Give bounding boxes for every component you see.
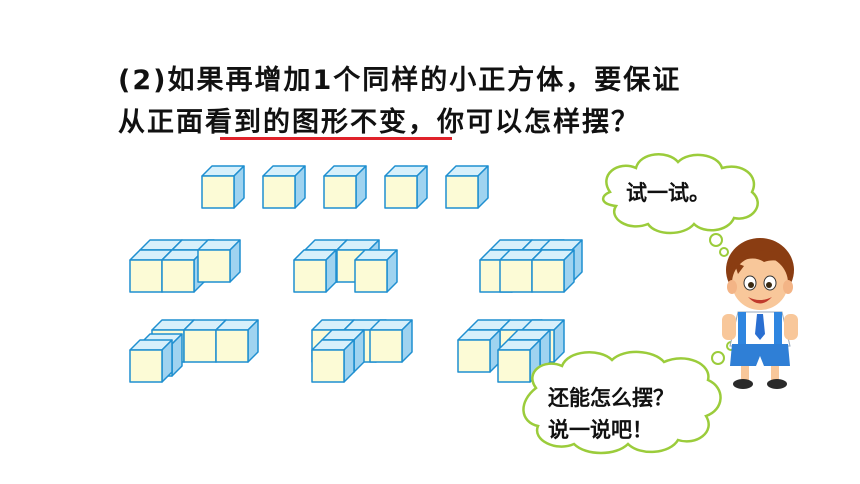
single-cube-5 <box>445 165 489 209</box>
cube <box>457 329 501 373</box>
single-cube-2 <box>262 165 306 209</box>
cube <box>293 249 337 293</box>
question-line-1: (2)如果再增加1个同样的小正方体，要保证 <box>118 65 682 96</box>
cube-extra <box>197 239 241 283</box>
single-cube-3 <box>323 165 367 209</box>
cube-arrangements <box>129 165 583 383</box>
single-cube-4 <box>384 165 428 209</box>
bubble-text-try: 试一试。 <box>626 181 710 205</box>
cube <box>129 339 173 383</box>
thought-bubble-top <box>602 153 759 257</box>
question-line-2: 从正面看到的图形不变，你可以怎样摆？ <box>118 107 640 138</box>
cube <box>215 319 259 363</box>
cube <box>354 249 398 293</box>
single-cube-1 <box>201 165 245 209</box>
bubble-text-say: 说一说吧！ <box>548 418 653 442</box>
cube <box>369 319 413 363</box>
emphasis-underline <box>220 137 452 140</box>
cube <box>311 339 355 383</box>
boy-with-backpack-icon <box>722 238 798 389</box>
cube <box>531 249 575 293</box>
bubble-text-how-else: 还能怎么摆？ <box>548 386 674 410</box>
